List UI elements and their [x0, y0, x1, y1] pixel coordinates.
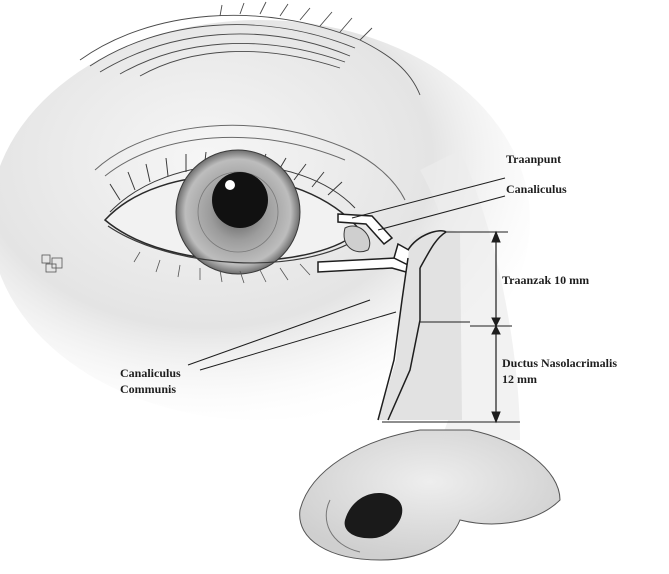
label-traanpunt: Traanpunt [506, 152, 561, 167]
label-ductus-nasolacrimalis: Ductus Nasolacrimalis [502, 356, 617, 371]
label-ductus-length: 12 mm [502, 372, 537, 387]
label-canaliculus-communis-line1: Canaliculus [120, 366, 181, 381]
label-canaliculus: Canaliculus [506, 182, 567, 197]
nose [300, 430, 560, 560]
label-canaliculus-communis-line2: Communis [120, 382, 176, 397]
label-traanzak: Traanzak 10 mm [502, 273, 589, 288]
